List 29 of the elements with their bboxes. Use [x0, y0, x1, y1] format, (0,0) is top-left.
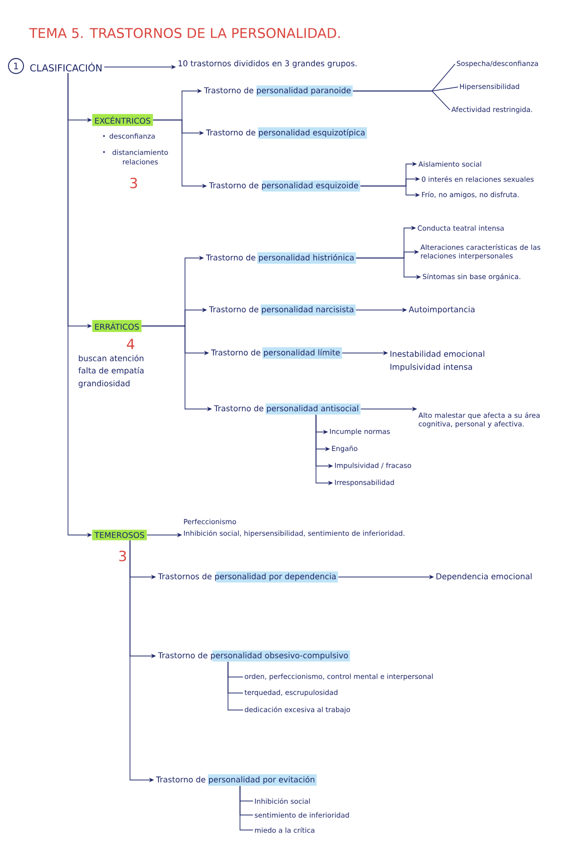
- note-text: Autoimportancia: [408, 306, 474, 314]
- highlighted-text: Trastorno de personalidad narcisista: [207, 304, 356, 316]
- highlighted-text: Trastorno de personalidad obsesivo-compulsivo: [156, 650, 350, 662]
- section-heading: CLASIFICACIÓN: [30, 62, 102, 72]
- count-number: 3: [119, 550, 126, 562]
- note-text: 10 trastornos divididos en 3 grandes grupos.: [178, 60, 356, 68]
- note-text: Inestabilidad emocional: [390, 350, 484, 357]
- highlighted-text: Trastorno de personalidad esquizoide: [207, 180, 360, 192]
- count-number: 4: [126, 338, 134, 350]
- connector-line: [228, 662, 244, 710]
- connector-line: [240, 786, 254, 830]
- highlighted-text: Trastorno de personalidad antisocial: [212, 403, 361, 415]
- highlighted-heading: TEMEROSOS: [92, 530, 147, 540]
- connector-line: [352, 90, 450, 110]
- highlighted-text: Trastorno de personalidad paranoide: [202, 85, 353, 97]
- note-text: Dependencia emocional: [436, 573, 532, 581]
- highlighted-text: Trastorno de personalidad límite: [209, 347, 342, 359]
- highlighted-text: Trastorno de personalidad histriónica: [204, 252, 356, 264]
- highlighted-heading: EXCÉNTRICOS: [92, 114, 153, 126]
- highlighted-text: Trastorno de personalidad esquizotípica: [204, 127, 367, 139]
- note-text: Impulsividad intensa: [390, 364, 472, 372]
- count-number: 3: [130, 178, 137, 188]
- title: TEMA 5. TRASTORNOS DE LA PERSONALIDAD.: [29, 28, 340, 38]
- note-text: falta de empatía: [78, 366, 144, 376]
- note-text: buscan atención: [78, 354, 144, 362]
- note-text: grandiosidad: [78, 380, 130, 388]
- highlighted-heading: ERRÁTICOS: [92, 320, 142, 332]
- highlighted-text: Trastorno de personalidad por evitación: [154, 774, 317, 786]
- highlighted-text: Trastornos de personalidad por dependencia: [156, 571, 338, 583]
